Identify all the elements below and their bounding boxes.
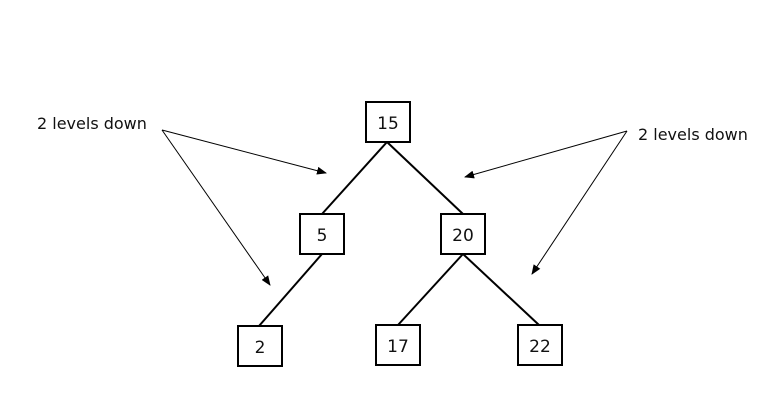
tree-node-2: 2 [237, 325, 283, 367]
node-label: 17 [387, 337, 409, 357]
edge-20-17 [397, 253, 464, 326]
node-box [375, 324, 421, 366]
right-arrow-to-level2 [531, 130, 628, 275]
node-box [237, 325, 283, 367]
left-arrow-to-level1 [161, 129, 327, 175]
node-box [365, 101, 411, 143]
left-arrow-to-level2 [161, 129, 271, 286]
edge-15-20 [386, 141, 464, 215]
tree-node-17: 17 [375, 324, 421, 366]
annotation-arrows [161, 129, 628, 286]
node-label: 5 [317, 226, 328, 246]
node-label: 2 [255, 338, 266, 358]
tree-node-5: 5 [299, 213, 345, 255]
tree-node-20: 20 [440, 213, 486, 255]
node-box [517, 324, 563, 366]
node-label: 20 [452, 226, 474, 246]
tree-edges [258, 141, 540, 327]
node-label: 22 [529, 337, 551, 357]
right-arrow-to-level1 [464, 130, 628, 179]
right-annotation-label: 2 levels down [638, 125, 748, 144]
edge-15-5 [321, 141, 388, 215]
edge-5-2 [258, 253, 323, 327]
node-box [299, 213, 345, 255]
edge-20-22 [462, 253, 540, 326]
tree-node-15: 15 [365, 101, 411, 143]
node-label: 15 [377, 114, 399, 134]
tree-node-22: 22 [517, 324, 563, 366]
left-annotation-label: 2 levels down [37, 114, 147, 133]
node-box [440, 213, 486, 255]
